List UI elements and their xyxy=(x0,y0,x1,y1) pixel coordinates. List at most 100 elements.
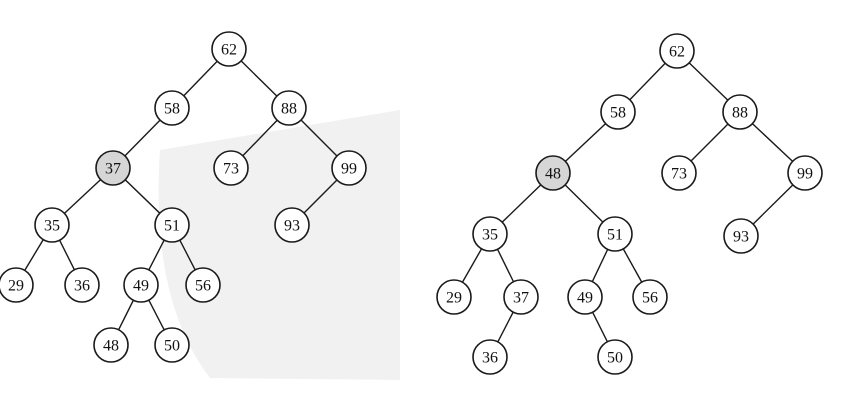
tree-after-node-50: 50 xyxy=(597,339,633,375)
tree-after-node-62: 62 xyxy=(659,33,695,69)
tree-before-node-37: 37 xyxy=(95,150,131,186)
node-circle xyxy=(331,150,367,186)
tree-before-node-29: 29 xyxy=(0,267,34,303)
node-circle xyxy=(213,150,249,186)
node-label: 37 xyxy=(513,290,529,307)
tree-after-edge-48-35 xyxy=(501,184,542,223)
node-circle xyxy=(597,216,633,252)
tree-after-node-35: 35 xyxy=(472,216,508,252)
tree-before-edge-37-51 xyxy=(124,179,161,214)
tree-before-node-62: 62 xyxy=(211,31,247,67)
node-label: 35 xyxy=(482,227,498,244)
tree-after-node-93: 93 xyxy=(723,218,759,254)
node-circle xyxy=(597,339,633,375)
tree-before-node-88: 88 xyxy=(271,90,307,126)
tree-after-node-58: 58 xyxy=(600,94,636,130)
tree-before-edge-35-29 xyxy=(24,239,44,271)
tree-after-edge-37-36 xyxy=(497,311,514,343)
node-label: 35 xyxy=(44,218,60,235)
node-label: 37 xyxy=(105,161,121,178)
tree-after-node-36: 36 xyxy=(472,339,508,375)
tree-after-edge-48-51 xyxy=(564,184,604,223)
tree-before-node-50: 50 xyxy=(154,327,190,363)
tree-before-node-58: 58 xyxy=(154,90,190,126)
node-label: 93 xyxy=(733,229,749,246)
node-circle xyxy=(659,33,695,69)
background-watermark xyxy=(158,110,400,380)
tree-before-edge-37-35 xyxy=(63,179,102,214)
node-circle xyxy=(271,90,307,126)
tree-before-edge-88-73 xyxy=(242,119,278,157)
node-label: 29 xyxy=(8,278,24,295)
node-circle xyxy=(661,155,697,191)
node-label: 29 xyxy=(446,290,462,307)
node-label: 99 xyxy=(341,161,357,178)
tree-before-edge-62-58 xyxy=(183,60,218,97)
node-label: 49 xyxy=(133,278,149,295)
node-circle xyxy=(632,279,668,315)
node-label: 36 xyxy=(74,278,90,295)
tree-after-node-37: 37 xyxy=(503,279,539,315)
nodes-layer: 62 58 88 37 73 99 35 51 93 29 36 49 56 48 50 62 58 88 48 73… xyxy=(0,31,823,375)
tree-after-node-51: 51 xyxy=(597,216,633,252)
node-circle xyxy=(123,267,159,303)
tree-before-node-36: 36 xyxy=(64,267,100,303)
tree-after-edge-88-73 xyxy=(690,123,729,162)
tree-after-node-88: 88 xyxy=(722,94,758,130)
node-label: 49 xyxy=(577,290,593,307)
node-label: 51 xyxy=(164,218,180,235)
tree-after-node-48: 48 xyxy=(535,155,571,191)
tree-before-edge-62-88 xyxy=(240,60,278,97)
tree-after-edge-51-56 xyxy=(622,248,643,283)
tree-after-node-49: 49 xyxy=(567,279,603,315)
tree-before-edge-51-49 xyxy=(148,239,165,271)
tree-before-edge-49-50 xyxy=(148,299,165,331)
tree-after-edge-99-93 xyxy=(752,184,794,225)
tree-after-edge-35-29 xyxy=(461,248,483,283)
node-label: 36 xyxy=(482,350,498,367)
tree-before-edge-35-36 xyxy=(58,239,76,271)
node-label: 62 xyxy=(221,42,237,59)
tree-before-node-48: 48 xyxy=(93,327,129,363)
tree-before-node-99: 99 xyxy=(331,150,367,186)
tree-before-node-73: 73 xyxy=(213,150,249,186)
node-label: 88 xyxy=(281,101,297,118)
tree-after-node-73: 73 xyxy=(661,155,697,191)
node-circle xyxy=(472,216,508,252)
node-label: 62 xyxy=(669,44,685,61)
tree-before-node-51: 51 xyxy=(154,207,190,243)
tree-before-edge-51-56 xyxy=(179,239,196,271)
highlighted-node-circle xyxy=(535,155,571,191)
node-label: 56 xyxy=(195,278,211,295)
node-label: 99 xyxy=(797,166,813,183)
node-circle xyxy=(723,218,759,254)
node-circle xyxy=(211,31,247,67)
node-label: 73 xyxy=(223,161,239,178)
tree-before-edge-49-48 xyxy=(117,299,135,331)
highlighted-node-circle xyxy=(95,150,131,186)
tree-after-edge-35-37 xyxy=(496,248,515,283)
node-circle xyxy=(0,267,34,303)
tree-after-node-29: 29 xyxy=(436,279,472,315)
tree-after-edge-88-99 xyxy=(751,123,794,162)
tree-after-node-99: 99 xyxy=(787,155,823,191)
tree-after-edge-58-48 xyxy=(564,123,607,162)
node-label: 50 xyxy=(164,338,180,355)
node-label: 58 xyxy=(610,105,626,122)
node-label: 73 xyxy=(671,166,687,183)
tree-after-edge-51-49 xyxy=(591,249,609,282)
node-circle xyxy=(274,207,310,243)
node-circle xyxy=(600,94,636,130)
tree-before-node-93: 93 xyxy=(274,207,310,243)
node-label: 51 xyxy=(607,227,623,244)
tree-after-edge-62-88 xyxy=(688,62,729,101)
node-circle xyxy=(503,279,539,315)
tree-after-edge-49-50 xyxy=(591,311,609,343)
node-circle xyxy=(154,327,190,363)
node-circle xyxy=(787,155,823,191)
tree-after-node-56: 56 xyxy=(632,279,668,315)
node-label: 88 xyxy=(732,105,748,122)
node-label: 48 xyxy=(103,338,119,355)
node-circle xyxy=(93,327,129,363)
